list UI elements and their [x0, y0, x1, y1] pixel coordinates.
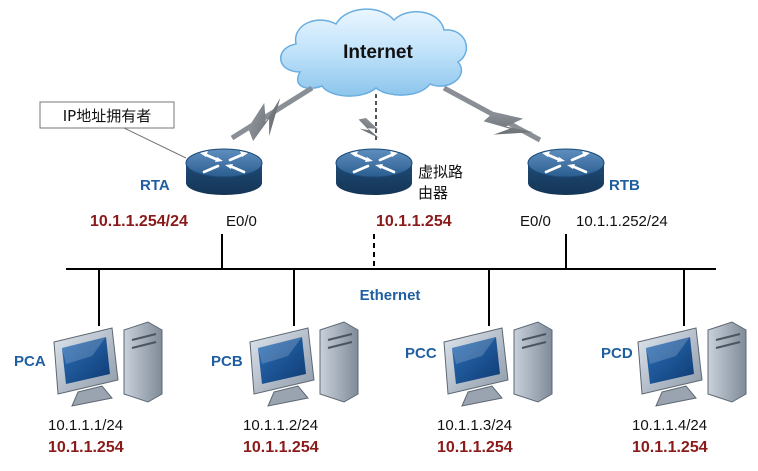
- pcc-gateway: 10.1.1.254: [437, 439, 513, 456]
- ip-owner-callout: [39, 101, 187, 159]
- ethernet-label: Ethernet: [360, 287, 421, 304]
- pcb-name: PCB: [211, 353, 243, 370]
- router-rta-name: RTA: [140, 177, 170, 194]
- pcd-gateway: 10.1.1.254: [632, 439, 708, 456]
- router-rta-ip: 10.1.1.254/24: [90, 213, 188, 230]
- router-rtb-icon: [526, 147, 606, 197]
- pca-ip: 10.1.1.1/24: [48, 417, 123, 434]
- pca-computer-icon: [53, 321, 163, 407]
- pcd-computer-icon: [637, 321, 747, 407]
- wan-link-virtual: [355, 94, 383, 145]
- pcc-name: PCC: [405, 345, 437, 362]
- pcd-name: PCD: [601, 345, 633, 362]
- pcb-gateway: 10.1.1.254: [243, 439, 319, 456]
- pcb-ip: 10.1.1.2/24: [243, 417, 318, 434]
- router-rta-iface: E0/0: [226, 213, 257, 230]
- pca-gateway: 10.1.1.254: [48, 439, 124, 456]
- router-rta-icon: [184, 147, 264, 197]
- internet-cloud-icon: [279, 8, 468, 97]
- router-rtb-iface: E0/0: [520, 213, 551, 230]
- pcb-computer-icon: [249, 321, 359, 407]
- pca-name: PCA: [14, 353, 46, 370]
- pcc-ip: 10.1.1.3/24: [437, 417, 512, 434]
- internet-label: Internet: [343, 42, 413, 63]
- pcd-ip: 10.1.1.4/24: [632, 417, 707, 434]
- wan-link-rta: [230, 85, 314, 146]
- router-rtb-name: RTB: [609, 177, 640, 194]
- virtual-router-icon: [334, 147, 414, 197]
- wan-link-rtb: [442, 85, 542, 152]
- virtual-router-name-line1: 虚拟路: [418, 163, 463, 181]
- router-rtb-ip: 10.1.1.252/24: [576, 213, 668, 230]
- ip-owner-callout-text: IP地址拥有者: [63, 107, 151, 125]
- virtual-router-ip: 10.1.1.254: [376, 213, 452, 230]
- virtual-router-name-line2: 由器: [418, 184, 448, 202]
- pcc-computer-icon: [443, 321, 553, 407]
